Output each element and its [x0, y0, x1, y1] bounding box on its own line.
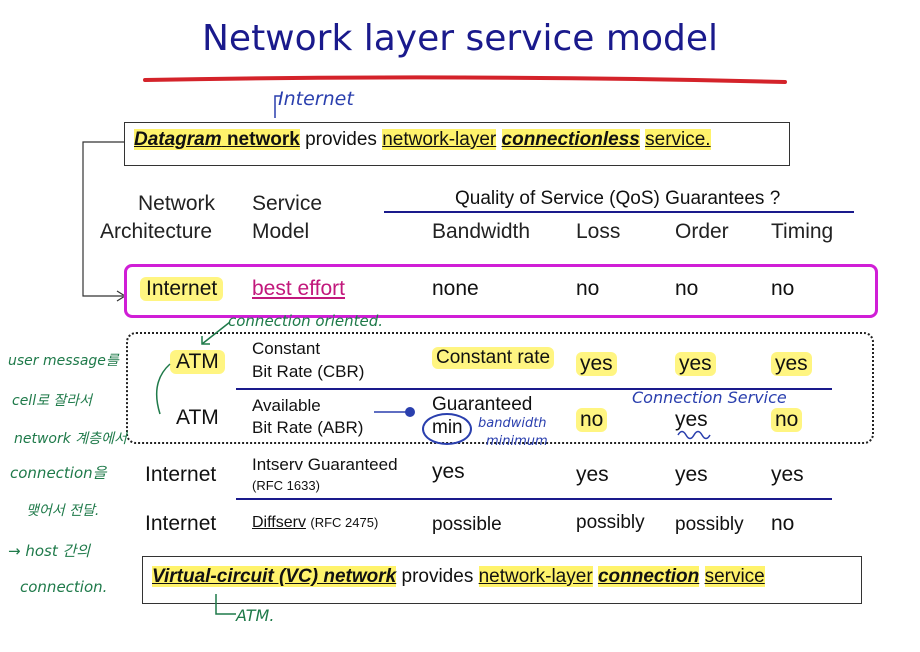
qos-rule	[384, 211, 854, 213]
note-arrow-mark	[274, 95, 281, 118]
note-connection-service: Connection Service	[632, 388, 787, 407]
note-internet: Internet	[278, 88, 354, 110]
note-bandwidth: bandwidth	[478, 416, 547, 431]
row5-model: Diffserv (RFC 2475)	[252, 514, 379, 531]
header-bandwidth: Bandwidth	[432, 220, 531, 243]
header-qos: Quality of Service (QoS) Guarantees ?	[455, 188, 781, 209]
note-left-3: network 계층에서	[14, 431, 127, 447]
row1-model: best effort	[252, 277, 346, 300]
internet-row-highlight-box	[124, 264, 878, 318]
row1-bandwidth: none	[432, 277, 479, 300]
note-left-1: user message를	[8, 353, 119, 369]
row-divider-1	[236, 388, 832, 390]
note-connection-oriented: connection oriented.	[228, 312, 384, 330]
row4-timing: yes	[771, 463, 804, 486]
note-arrow-atm	[215, 594, 236, 615]
row3-bandwidth-2: min	[432, 417, 463, 438]
row1-order: no	[675, 277, 699, 300]
row3-timing: no	[771, 408, 803, 432]
note-left-5: 맺어서 전달.	[26, 503, 100, 519]
row2-bandwidth: Constant rate	[432, 347, 555, 369]
row5-arch: Internet	[145, 512, 217, 535]
note-atm: ATM.	[236, 606, 275, 625]
row2-loss: yes	[576, 352, 617, 376]
row3-arch: ATM	[176, 406, 219, 429]
row5-order: possibly	[675, 514, 744, 535]
note-arrow-co	[201, 321, 231, 345]
row3-model-1: Available	[252, 396, 321, 415]
vc-banner-box	[142, 556, 862, 604]
header-arch-2: Architecture	[100, 220, 213, 243]
note-left-4: connection을	[10, 464, 107, 482]
min-circle	[422, 413, 472, 445]
header-model-1: Service	[252, 192, 323, 215]
header-timing: Timing	[771, 220, 834, 243]
row5-loss: possibly	[576, 512, 645, 533]
note-arrow-min	[374, 407, 415, 417]
row4-model-1: Intserv Guaranteed	[252, 455, 398, 474]
row1-loss: no	[576, 277, 600, 300]
note-left-7: connection.	[20, 578, 108, 596]
order-squiggle	[677, 430, 711, 440]
row2-timing: yes	[771, 352, 812, 376]
row2-order: yes	[675, 352, 716, 376]
title-underline-stroke	[143, 75, 787, 84]
row3-order: yes	[675, 408, 708, 431]
row-divider-2	[236, 498, 832, 500]
row2-model-1: Constant	[252, 339, 321, 358]
row3-bandwidth-1: Guaranteed	[432, 394, 533, 415]
header-model-2: Model	[252, 220, 310, 243]
atm-dotted-box	[126, 332, 874, 444]
row3-loss: no	[576, 408, 608, 432]
row1-arch: Internet	[140, 277, 224, 301]
note-left-6: → host 간의	[8, 542, 91, 560]
note-minimum: minimum	[486, 434, 548, 449]
row3-model-2: Bit Rate (ABR)	[252, 418, 364, 437]
row4-order: yes	[675, 463, 708, 486]
row4-arch: Internet	[145, 463, 217, 486]
row1-timing: no	[771, 277, 795, 300]
row4-loss: yes	[576, 463, 609, 486]
note-bracket-atm	[155, 363, 171, 415]
note-left-2: cell로 잘라서	[12, 393, 93, 409]
header-loss: Loss	[576, 220, 621, 243]
datagram-banner-box	[124, 122, 790, 166]
slide-title: Network layer service model	[201, 18, 718, 59]
row5-bandwidth: possible	[432, 514, 502, 535]
row2-model-2: Bit Rate (CBR)	[252, 362, 365, 381]
row4-bandwidth: yes	[432, 460, 465, 483]
row5-timing: no	[771, 512, 795, 535]
row2-arch: ATM	[170, 350, 225, 374]
header-order: Order	[675, 220, 729, 243]
datagram-banner: Datagram network provides network-layer …	[134, 129, 711, 150]
header-arch-1: Network	[138, 192, 216, 215]
row4-model-2: (RFC 1633)	[252, 478, 320, 493]
vc-banner: Virtual-circuit (VC) network provides ne…	[152, 566, 765, 587]
